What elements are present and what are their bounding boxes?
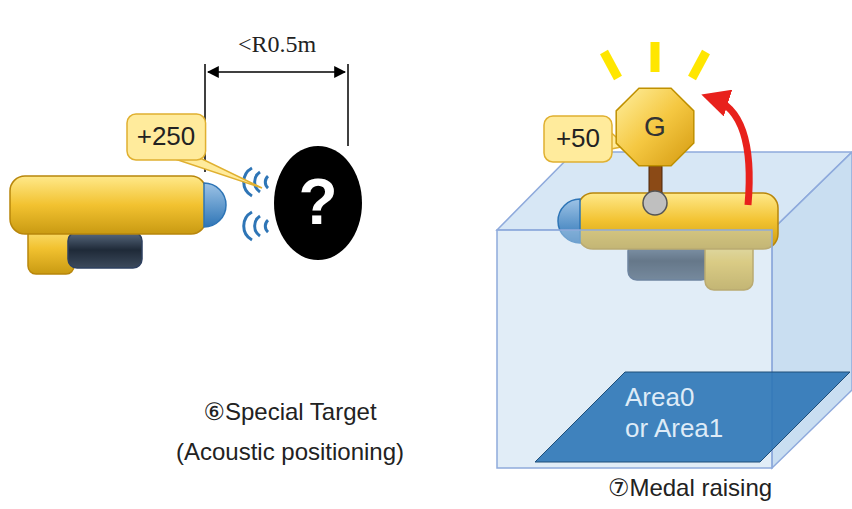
raise-arrow xyxy=(712,98,749,205)
target-body xyxy=(274,146,362,260)
special-target: ? xyxy=(273,145,363,261)
dimension-label: <R0.5m xyxy=(238,30,316,59)
sound-wave xyxy=(255,216,260,236)
panel-caption: ⑦Medal raising xyxy=(608,474,772,503)
dimension-arrow xyxy=(208,71,345,73)
medal: G xyxy=(612,84,698,170)
sound-wave xyxy=(265,176,268,188)
panel-caption: ⑥Special Target (Acoustic positioning) xyxy=(164,392,416,471)
callout-bubble xyxy=(544,116,612,162)
shine-rays xyxy=(604,42,706,78)
thruster xyxy=(68,232,142,268)
sound-waves xyxy=(244,168,268,240)
sound-wave xyxy=(244,212,252,240)
gripper-joint xyxy=(643,191,667,215)
shine-ray xyxy=(692,52,706,78)
medal-plate xyxy=(616,88,694,166)
callout-bubble xyxy=(127,114,206,160)
score-callout: +50 xyxy=(543,115,613,163)
camera-dome xyxy=(204,183,226,227)
score-value: +250 xyxy=(137,122,196,152)
node-text: ? xyxy=(298,166,337,240)
score-callout: +250 xyxy=(126,113,207,161)
sound-wave xyxy=(255,172,260,192)
shine-ray xyxy=(604,52,618,78)
dimension-line xyxy=(347,64,349,146)
area-plane xyxy=(535,372,850,462)
area-floor: Area0 or Area1 xyxy=(535,372,850,462)
sound-wave xyxy=(265,220,268,232)
area-label: Area0 or Area1 xyxy=(625,382,737,444)
shine-ray xyxy=(651,42,660,72)
rov-body xyxy=(10,176,206,234)
callout-tail xyxy=(172,156,262,188)
node-text: G xyxy=(644,111,666,143)
score-value: +50 xyxy=(556,124,600,154)
